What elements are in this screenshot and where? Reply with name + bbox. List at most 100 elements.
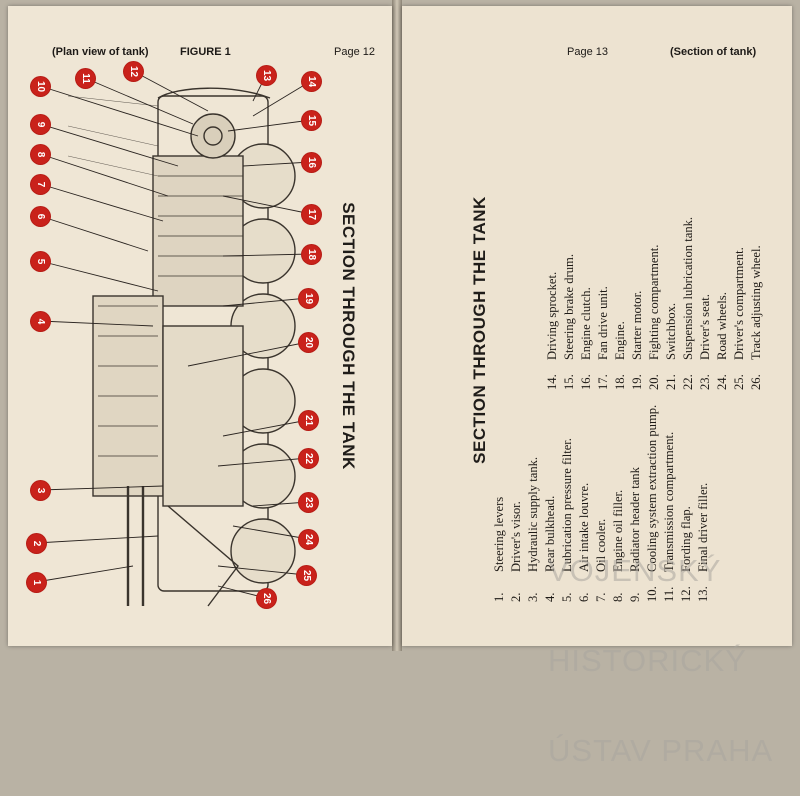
callout-1: 1 [27,573,46,592]
legend-number: 16. [579,374,593,390]
callout-16: 16 [302,153,321,172]
legend-number: 26. [749,374,763,390]
legend-number: 18. [613,374,627,390]
callout-15: 15 [302,111,321,130]
legend-number: 19. [630,374,644,390]
legend-number: 24. [715,374,729,390]
leader-line [39,485,164,491]
legend-item: 14. Driving sprocket. [545,158,559,390]
watermark-line: ÚSTAV PRAHA [548,733,774,768]
callout-25: 25 [297,566,316,585]
legend-number: 22. [681,374,695,390]
legend-text: Switchbox. [664,302,678,360]
legend-number: 25. [732,374,746,390]
callout-12: 12 [124,62,143,81]
legend-title: SECTION THROUGH THE TANK [470,196,489,464]
legend-number: 20. [647,374,661,390]
callout-5: 5 [31,252,50,271]
leader-line [252,80,312,117]
legend-number: 21. [664,374,678,390]
leader-line [39,85,199,137]
book-spread: { "left_page": { "header_left": "(Plan v… [8,0,792,651]
callout-23: 23 [299,493,318,512]
leader-line [222,195,312,215]
leader-line [39,260,159,292]
legend-item: 1.Steering levers [492,362,506,602]
right-page: Page 13 (Section of tank) [402,6,792,646]
leader-line [84,77,194,125]
callout-19: 19 [299,289,318,308]
callout-20: 20 [299,333,318,352]
leader-line [222,419,309,437]
legend-text: Engine clutch. [579,287,593,360]
page-number: Page 12 [334,46,375,58]
legend-item: 15. Steering brake drum. [562,158,576,390]
header-right: (Section of tank) [670,46,757,58]
legend-number: 17. [596,374,610,390]
leader-line [35,565,134,583]
legend-text: Road wheels. [715,292,729,360]
legend-text: Track adjusting wheel. [749,245,763,360]
leader-line [39,153,169,197]
leader-line [187,341,309,367]
leader-line [132,70,209,112]
callout-18: 18 [302,245,321,264]
leader-line [217,457,309,467]
legend-item: 18.Engine. [613,158,627,390]
legend-number: 14. [545,374,559,390]
callout-14: 14 [302,72,321,91]
watermark: VOJENSKÝ HISTORICKÝ ÚSTAV PRAHA [548,496,773,796]
callout-13: 13 [257,66,276,85]
leader-line [39,215,149,252]
legend-text: Starter motor. [630,290,644,360]
legend-item: 22. Suspension lubrication tank. [681,158,695,390]
leader-line [39,123,179,167]
tank-section-drawing [35,70,312,607]
leader-line [222,253,312,257]
leader-line [39,183,164,222]
legend-text: Driver's seat. [698,294,712,360]
legend-text: Fighting compartment. [647,244,661,360]
legend-text: Driving sprocket. [545,271,559,360]
legend-number: 2. [509,592,523,602]
callout-4: 4 [31,312,50,331]
leader-line [232,525,309,540]
road-wheel [230,518,296,584]
leader-line [242,161,312,167]
leader-line [35,535,159,544]
legend-text: Driver's compartment. [732,247,746,360]
leader-line [39,320,154,327]
callout-3: 3 [31,481,50,500]
callout-7: 7 [31,175,50,194]
legend-item: 2.Driver's visor. [509,362,523,602]
legend-item: 3. Hydraulic supply tank. [526,362,540,602]
callout-17: 17 [302,205,321,224]
leader-line [252,501,309,507]
callout-9: 9 [31,115,50,134]
legend-item: 25. Driver's compartment. [732,158,746,390]
callout-11: 11 [76,69,95,88]
callout-10: 10 [31,77,50,96]
legend-column-b: 14. Driving sprocket.15. Steering brake dr… [545,158,763,390]
page-number: Page 13 [567,46,608,58]
legend-number: 1. [492,592,506,602]
legend-text: Hydraulic supply tank. [526,456,540,572]
callout-26: 26 [257,589,276,608]
legend-item: 21. Switchbox. [664,158,678,390]
figure-title: SECTION THROUGH THE TANK [339,202,358,470]
legend-number: 15. [562,374,576,390]
figure-label: FIGURE 1 [180,46,231,58]
legend-text: Suspension lubrication tank. [681,216,695,360]
leader-line [227,119,312,132]
legend-item: 26. Track adjusting wheel. [749,158,763,390]
leader-line [217,565,307,576]
legend-item: 16. Engine clutch. [579,158,593,390]
watermark-line: VOJENSKÝ [548,553,722,588]
legend-number: 3. [526,592,540,602]
callout-21: 21 [299,411,318,430]
legend-item: 20. Fighting compartment. [647,158,661,390]
legend-item: 24. Road wheels. [715,158,729,390]
callout-22: 22 [299,449,318,468]
legend-text: Steering brake drum. [562,254,576,360]
leader-line [222,297,309,307]
